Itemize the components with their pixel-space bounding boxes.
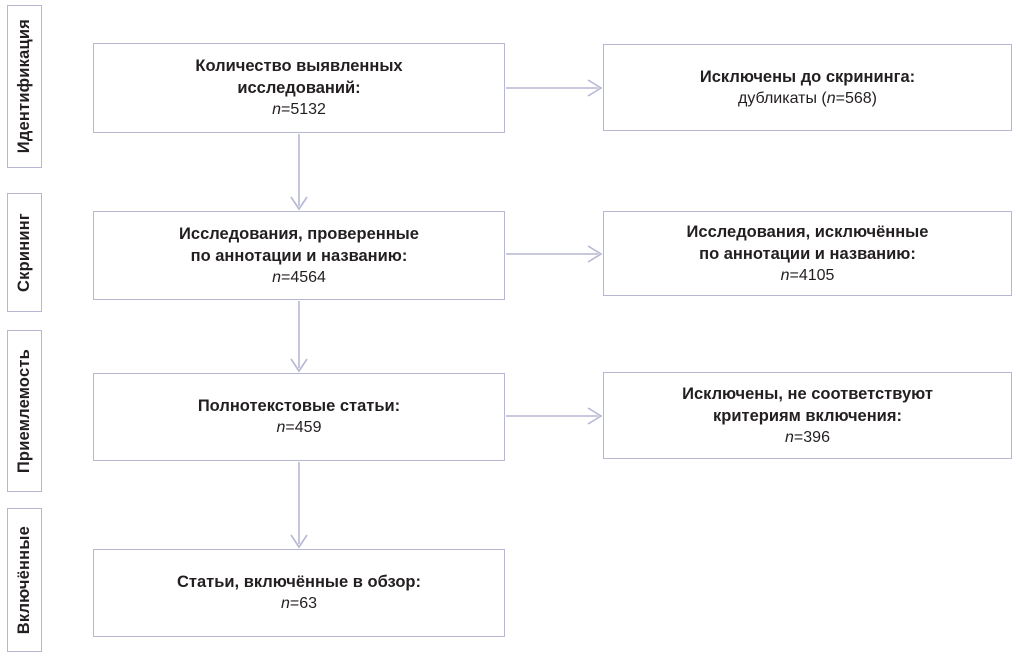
stage-included: Включённые — [7, 508, 42, 652]
stage-identification-label: Идентификация — [15, 19, 33, 154]
box-identified: Количество выявленных исследований: n=51… — [93, 43, 505, 133]
box-fulltext-count: n=459 — [277, 417, 322, 439]
count-value: =63 — [289, 595, 318, 612]
box-identified-count: n=5132 — [272, 99, 326, 121]
box-screened-count: n=4564 — [272, 267, 326, 289]
count-value: =4105 — [789, 266, 835, 284]
box-excluded-before-screening: Исключены до скрининга: дубликаты (n=568… — [603, 44, 1012, 131]
box-screened: Исследования, проверенные по аннотации и… — [93, 211, 505, 300]
arrow-right-screened-to-excluded — [506, 245, 603, 263]
box-identified-title-line1: Количество выявленных — [195, 57, 403, 75]
stage-eligibility: Приемлемость — [7, 330, 42, 492]
stage-included-label: Включённые — [15, 525, 33, 635]
count-value: =396 — [793, 428, 830, 446]
count-prefix: дубликаты ( — [737, 89, 827, 107]
box-excluded-criteria-title-line2: критериям включения: — [713, 406, 902, 425]
box-excluded-criteria-title-line1: Исключены, не соответствуют — [682, 384, 933, 403]
count-value: =4564 — [280, 268, 326, 286]
box-excluded-by-title-abstract: Исследования, исключённые по аннотации и… — [603, 211, 1012, 296]
box-included-count: n=63 — [281, 593, 317, 615]
box-fulltext-title-line1: Полнотекстовые статьи: — [197, 397, 401, 415]
count-n-symbol: n — [272, 101, 281, 118]
stage-eligibility-label: Приемлемость — [15, 348, 33, 474]
box-screened-title-line2: по аннотации и названию: — [190, 246, 408, 265]
count-n-symbol: n — [276, 419, 286, 436]
arrow-down-identified-to-screened — [290, 134, 308, 211]
count-n-symbol: n — [785, 428, 794, 446]
box-fulltext: Полнотекстовые статьи: n=459 — [93, 373, 505, 461]
box-excluded-before-screening-count: дубликаты (n=568) — [738, 88, 877, 110]
box-excluded-criteria-count: n=396 — [785, 427, 830, 449]
count-n-symbol: n — [280, 595, 290, 612]
box-excluded-by-title-abstract-title-line2: по аннотации и названию: — [699, 244, 916, 263]
count-n-symbol: n — [272, 268, 281, 286]
box-included: Статьи, включённые в обзор: n=63 — [93, 549, 505, 637]
arrow-right-identified-to-excluded — [506, 79, 603, 97]
stage-screening-label: Скрининг — [15, 213, 33, 292]
count-n-symbol: n — [780, 266, 790, 284]
box-excluded-criteria: Исключены, не соответствуют критериям вк… — [603, 372, 1012, 459]
arrow-right-fulltext-to-excluded — [506, 407, 603, 425]
count-n-symbol: n — [826, 89, 836, 107]
count-value: =459 — [285, 419, 322, 436]
count-value: =568) — [835, 89, 877, 107]
arrow-down-fulltext-to-included — [290, 462, 308, 549]
count-value: =5132 — [280, 101, 326, 118]
box-identified-title-line2: исследований: — [237, 79, 361, 97]
stage-identification: Идентификация — [7, 5, 42, 168]
box-excluded-before-screening-title-line1: Исключены до скрининга: — [699, 67, 916, 86]
box-included-title-line1: Статьи, включённые в обзор: — [176, 573, 422, 591]
box-excluded-by-title-abstract-count: n=4105 — [781, 265, 835, 287]
box-excluded-by-title-abstract-title-line1: Исследования, исключённые — [686, 222, 929, 241]
box-screened-title-line1: Исследования, проверенные — [179, 224, 419, 243]
stage-screening: Скрининг — [7, 193, 42, 312]
arrow-down-screened-to-fulltext — [290, 301, 308, 373]
